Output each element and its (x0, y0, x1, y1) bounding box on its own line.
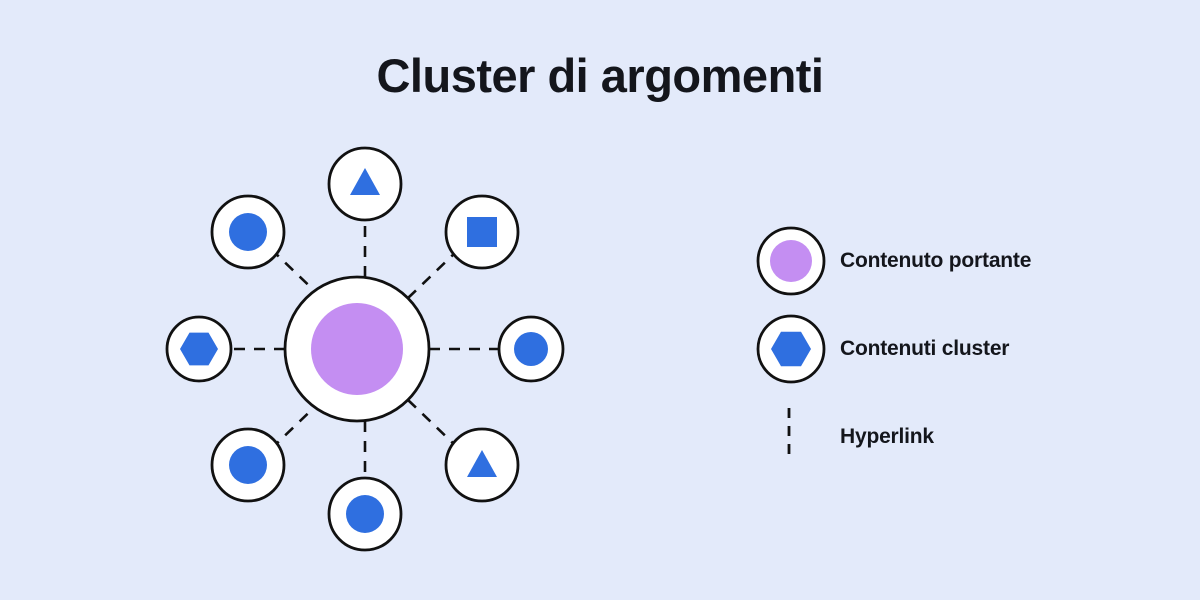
page-title: Cluster di argomenti (376, 49, 824, 102)
cluster-node-top[interactable] (327, 146, 403, 222)
cluster-diagram (165, 146, 565, 552)
cluster-node-top-left[interactable] (210, 194, 286, 270)
cluster-node-bottom[interactable] (327, 476, 403, 552)
pillar-content-node[interactable] (283, 275, 431, 423)
circle-icon (229, 446, 267, 484)
legend: Contenuto portante Contenuti cluster Hyp… (752, 222, 1172, 486)
square-icon (467, 217, 497, 247)
hyperlink-edges (231, 220, 499, 478)
legend-item-cluster[interactable]: Contenuti cluster (752, 310, 1172, 398)
triangle-icon (350, 168, 380, 195)
cluster-node-right[interactable] (497, 315, 565, 383)
triangle-icon (467, 450, 497, 477)
legend-purple-circle (770, 240, 812, 282)
legend-label-cluster: Contenuti cluster (840, 337, 1010, 360)
legend-hexagon-icon (771, 331, 811, 367)
pillar-legend-icon (756, 226, 826, 296)
edge-hub-to-bottom-right (407, 399, 457, 447)
cluster-node-bottom-right[interactable] (444, 427, 520, 503)
circle-icon (229, 213, 267, 251)
legend-label-hyperlink: Hyperlink (840, 425, 934, 448)
cluster-node-top-right[interactable] (444, 194, 520, 270)
circle-icon (346, 495, 384, 533)
legend-item-pillar[interactable]: Contenuto portante (752, 222, 1172, 310)
legend-label-pillar: Contenuto portante (840, 249, 1032, 272)
cluster-legend-icon (756, 314, 826, 384)
edge-hub-to-top-right (407, 251, 457, 299)
hub-inner-circle (311, 303, 403, 395)
hexagon-icon (180, 332, 218, 366)
legend-item-hyperlink[interactable]: Hyperlink (752, 398, 1172, 486)
cluster-node-bottom-left[interactable] (210, 427, 286, 503)
hyperlink-legend-icon (787, 408, 791, 462)
cluster-node-left[interactable] (165, 315, 233, 383)
circle-icon (514, 332, 548, 366)
